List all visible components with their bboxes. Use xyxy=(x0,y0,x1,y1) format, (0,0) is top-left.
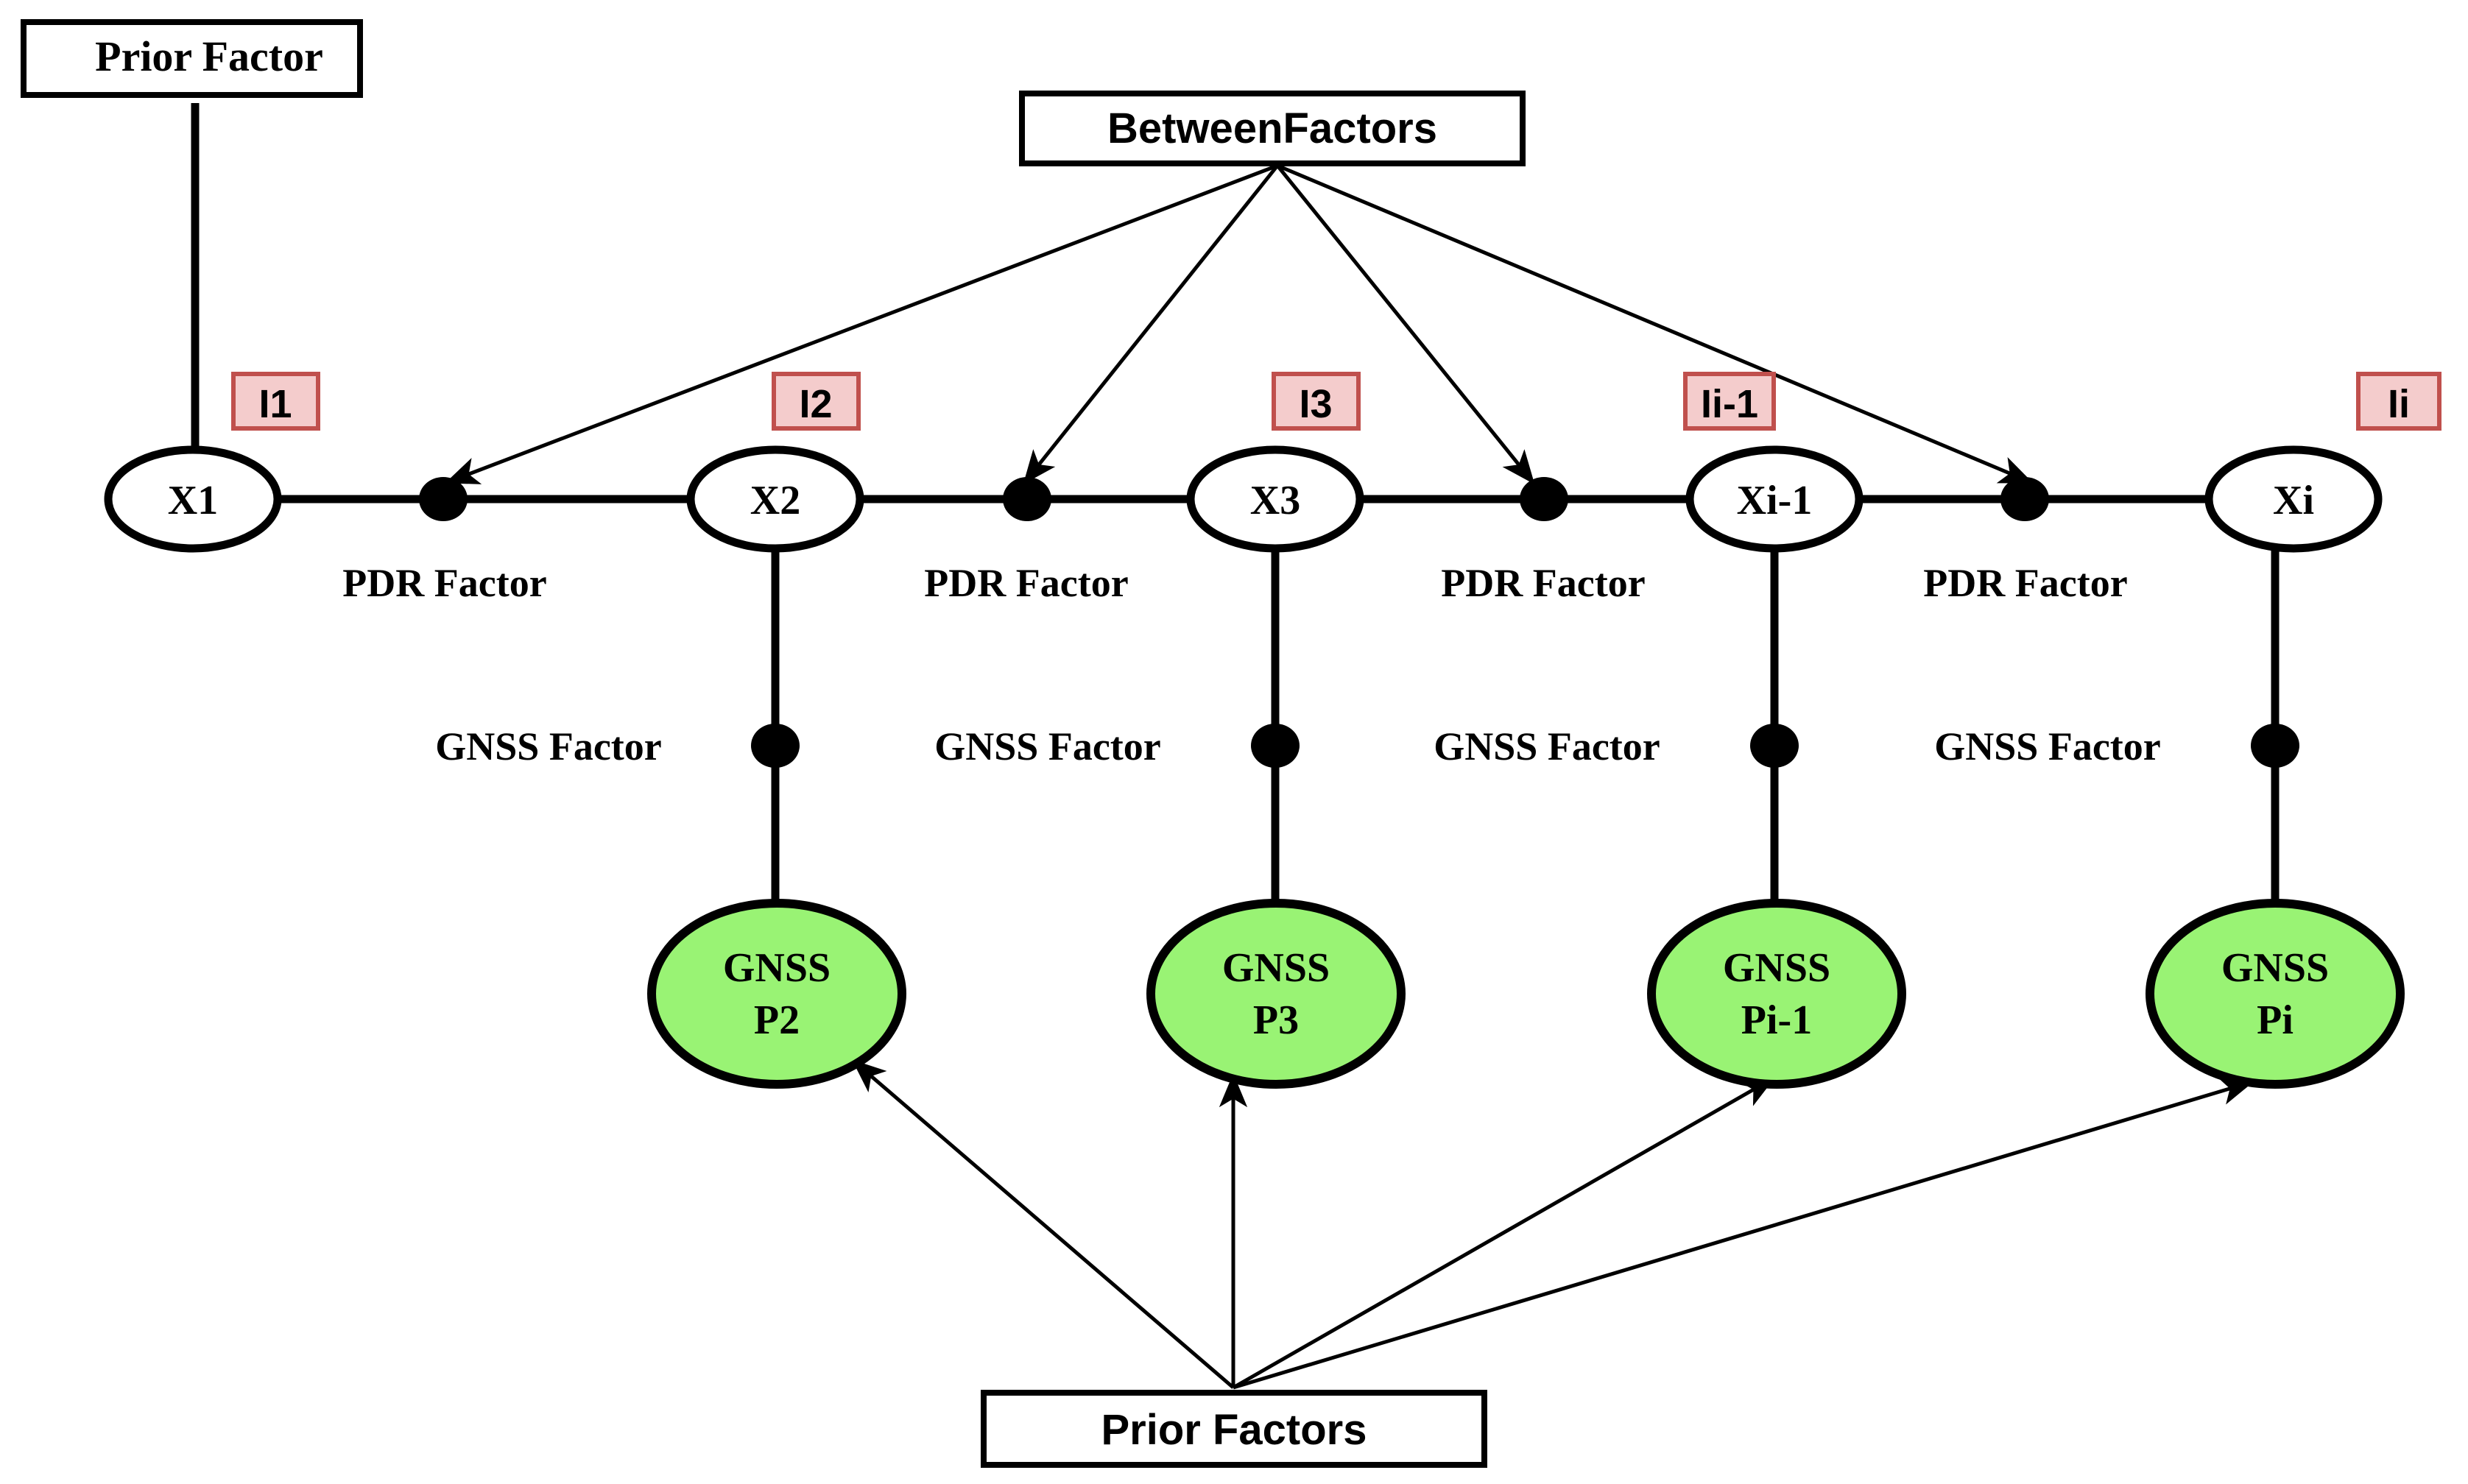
pdr-factor-dot-4 xyxy=(2000,477,2049,521)
gnss-node-line1: GNSS xyxy=(723,945,831,991)
factor-dots xyxy=(419,477,2299,768)
gnss-node-p2: GNSS P2 xyxy=(647,899,906,1089)
state-node-label: X2 xyxy=(750,478,800,523)
pdr-factor-dot-3 xyxy=(1520,477,1568,521)
gnss-node-line2: P2 xyxy=(754,997,800,1043)
between-arrow-3 xyxy=(1276,164,1535,484)
gnss-factor-label-4: GNSS Factor xyxy=(1934,724,2160,768)
state-node-x2: X2 xyxy=(686,445,864,553)
state-node-label: Xi xyxy=(2273,478,2314,523)
prior-factor-box: Prior Factor xyxy=(21,19,363,98)
gnss-factor-dot-2 xyxy=(1251,724,1300,768)
gnss-factor-label-1: GNSS Factor xyxy=(435,724,661,768)
i-label-1: I1 xyxy=(258,382,292,426)
i-box-2: I2 xyxy=(772,372,861,431)
i-label-4: Ii-1 xyxy=(1701,382,1758,426)
state-node-x3: X3 xyxy=(1186,445,1364,553)
state-nodes: X1 X2 X3 Xi-1 Xi xyxy=(104,445,2383,553)
gnss-factor-label-3: GNSS Factor xyxy=(1434,724,1660,768)
i-box-1: I1 xyxy=(231,372,320,431)
pdr-factor-label-3: PDR Factor xyxy=(1441,561,1645,605)
gnss-node-line1: GNSS xyxy=(1723,945,1830,991)
state-node-xi: Xi xyxy=(2204,445,2383,553)
state-node-label: Xi-1 xyxy=(1737,478,1813,523)
gnss-node-line1: GNSS xyxy=(2221,945,2329,991)
gnss-node-p3: GNSS P3 xyxy=(1146,899,1406,1089)
i-box-4: Ii-1 xyxy=(1683,372,1776,431)
between-factors-label: BetweenFactors xyxy=(1107,105,1437,152)
gnss-factor-label-2: GNSS Factor xyxy=(934,724,1160,768)
gnss-node-line2: Pi-1 xyxy=(1741,997,1812,1043)
gnss-node-pi: GNSS Pi xyxy=(2146,899,2405,1089)
prior-arrow-1 xyxy=(852,1059,1235,1389)
gnss-node-line2: P3 xyxy=(1253,997,1299,1043)
pdr-factor-label-1: PDR Factor xyxy=(342,561,546,605)
gnss-factor-dot-1 xyxy=(751,724,800,768)
gnss-node-line2: Pi xyxy=(2257,997,2294,1043)
gnss-factor-dot-4 xyxy=(2251,724,2299,768)
i-label-boxes: I1 I2 I3 Ii-1 Ii xyxy=(231,372,2441,431)
pdr-factor-dot-2 xyxy=(1003,477,1051,521)
i-label-3: I3 xyxy=(1299,382,1332,426)
state-node-xi-1: Xi-1 xyxy=(1685,445,1864,553)
gnss-factor-labels: GNSS Factor GNSS Factor GNSS Factor GNSS… xyxy=(435,724,2160,768)
prior-factors-box: Prior Factors xyxy=(981,1390,1487,1468)
i-label-2: I2 xyxy=(799,382,832,426)
pdr-factor-dot-1 xyxy=(419,477,468,521)
i-box-5: Ii xyxy=(2356,372,2441,431)
state-node-label: X3 xyxy=(1250,478,1300,523)
gnss-node-line1: GNSS xyxy=(1222,945,1330,991)
prior-arrow-3 xyxy=(1232,1076,1776,1390)
gnss-node-pi-1: GNSS Pi-1 xyxy=(1647,899,1906,1089)
between-factors-box: BetweenFactors xyxy=(1019,91,1526,166)
pdr-factor-labels: PDR Factor PDR Factor PDR Factor PDR Fac… xyxy=(342,561,2127,605)
pdr-factor-label-4: PDR Factor xyxy=(1923,561,2127,605)
state-node-label: X1 xyxy=(168,478,218,523)
between-arrow-1 xyxy=(445,163,1278,484)
pdr-factor-label-2: PDR Factor xyxy=(924,561,1128,605)
gnss-nodes: GNSS P2 GNSS P3 GNSS Pi-1 GNSS Pi xyxy=(647,899,2405,1089)
state-node-x1: X1 xyxy=(104,445,282,553)
between-arrow-2 xyxy=(1023,164,1279,484)
i-box-3: I3 xyxy=(1272,372,1361,431)
i-label-5: Ii xyxy=(2388,382,2410,426)
between-arrow-4 xyxy=(1277,163,2034,484)
prior-factor-label: Prior Factor xyxy=(95,32,323,80)
prior-arrow-4 xyxy=(1233,1077,2254,1390)
gnss-factor-dot-3 xyxy=(1750,724,1799,768)
prior-factors-label: Prior Factors xyxy=(1101,1406,1367,1454)
